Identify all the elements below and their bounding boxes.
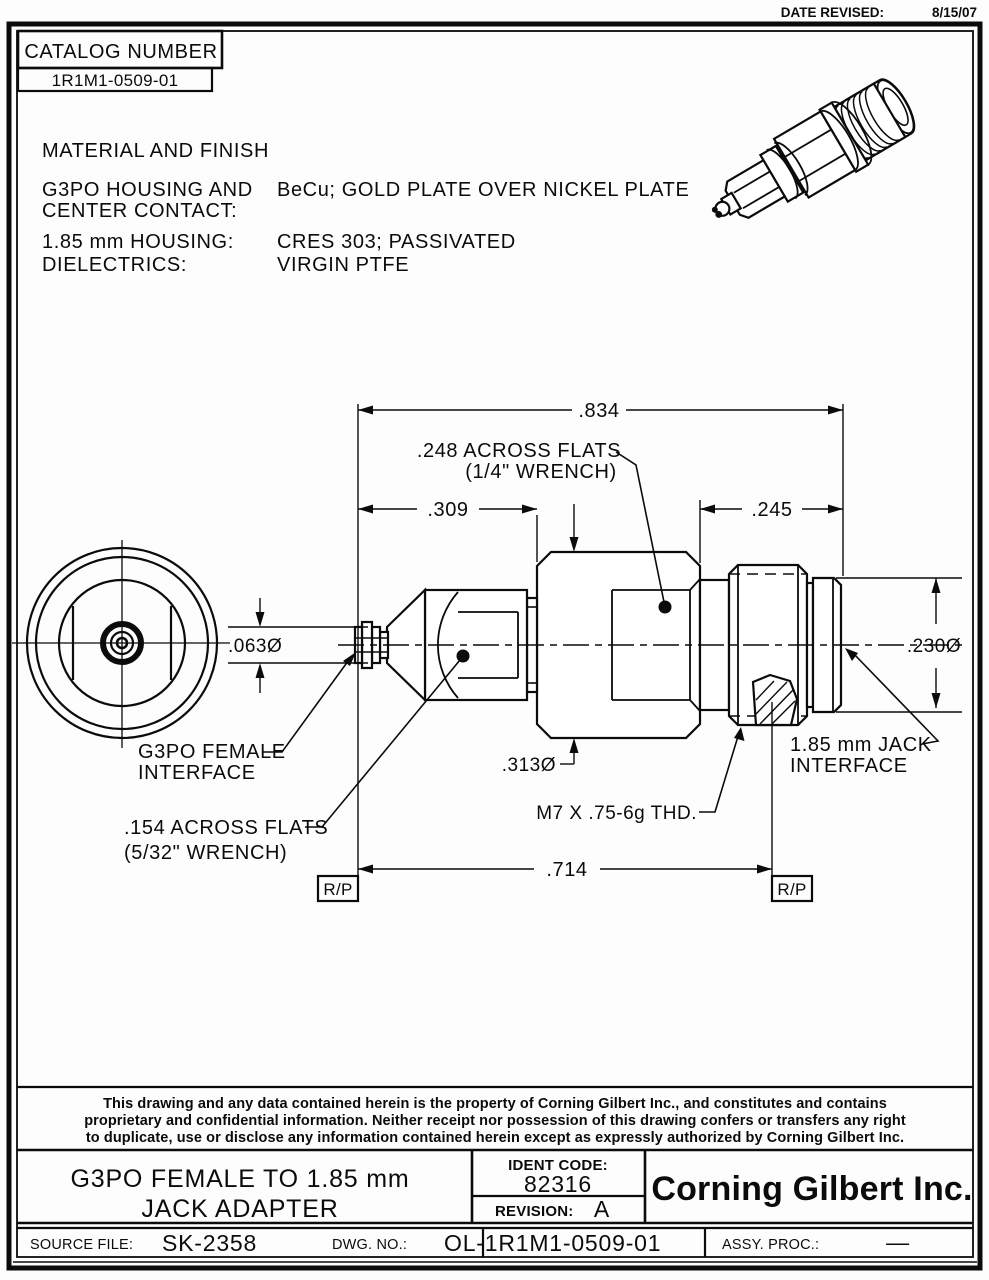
ident-code-value: 82316 [524, 1171, 592, 1197]
disclaimer-line1: This drawing and any data contained here… [103, 1096, 887, 1112]
ident-code-label: IDENT CODE: [508, 1157, 608, 1174]
drawing-title-line1: G3PO FEMALE TO 1.85 mm [71, 1165, 410, 1193]
label-small-flats: .154 ACROSS FLATS (5/32" WRENCH) [124, 649, 470, 864]
label-g3po-interface: G3PO FEMALE INTERFACE [138, 652, 356, 784]
material-row2-label: 1.85 mm HOUSING: [42, 231, 234, 253]
material-row1-value: BeCu; GOLD PLATE OVER NICKEL PLATE [277, 179, 689, 201]
dim-left: .309 [427, 499, 468, 521]
dimension-overall-length: .834 [358, 400, 843, 422]
dimension-tip-diameter: .063Ø [228, 598, 282, 693]
dim-jack-diameter: .230Ø [907, 636, 961, 657]
date-revised-value: 8/15/07 [932, 5, 977, 20]
material-row2-value: CRES 303; PASSIVATED [277, 231, 516, 253]
material-row3-value: VIRGIN PTFE [277, 254, 409, 276]
dimension-ref-length: .714 [358, 859, 772, 881]
jack-label-line2: INTERFACE [790, 755, 908, 777]
revision-value: A [594, 1196, 610, 1222]
ref-plane-right: R/P [770, 874, 814, 903]
dim-hex-diameter: .313Ø [502, 755, 556, 776]
disclaimer-line2: proprietary and confidential information… [84, 1113, 906, 1129]
source-file-value: SK-2358 [162, 1230, 257, 1256]
revision-note: DATE REVISED: 8/15/07 [781, 5, 977, 20]
dwg-no-value: OL-1R1M1-0509-01 [444, 1230, 661, 1256]
disclaimer-block: This drawing and any data contained here… [17, 1085, 973, 1146]
material-row3-label: DIELECTRICS: [42, 254, 187, 276]
dimension-jack-diameter: .230Ø [907, 578, 961, 708]
assy-proc-label: ASSY. PROC.: [722, 1237, 819, 1253]
catalog-number-box: CATALOG NUMBER 1R1M1-0509-01 [16, 29, 224, 93]
dim-tip-diameter: .063Ø [228, 636, 282, 657]
material-title: MATERIAL AND FINISH [42, 140, 269, 162]
title-block: G3PO FEMALE TO 1.85 mm JACK ADAPTER IDEN… [17, 1148, 973, 1257]
sheet-frame [6, 21, 983, 1271]
small-flats-line2: (5/32" WRENCH) [124, 842, 287, 864]
side-view [338, 550, 963, 740]
small-flats-line1: .154 ACROSS FLATS [124, 817, 328, 839]
dim-overall: .834 [578, 400, 619, 422]
dimension-left-length: .309 [358, 499, 537, 521]
g3po-label-line2: INTERFACE [138, 762, 256, 784]
label-thread: M7 X .75-6g THD. [536, 727, 745, 824]
dimension-hex-diameter: .313Ø [502, 504, 579, 776]
source-file-label: SOURCE FILE: [30, 1237, 133, 1253]
dwg-no-label: DWG. NO.: [332, 1237, 407, 1253]
company-logo-text: Corning Gilbert Inc. [651, 1170, 972, 1208]
hex-flats-line1: .248 ACROSS FLATS [417, 440, 621, 462]
hatch-pattern [755, 680, 796, 725]
revision-label: REVISION: [495, 1203, 573, 1220]
dim-ref-length: .714 [546, 859, 587, 881]
material-row1-label1: G3PO HOUSING AND [42, 179, 253, 201]
catalog-label: CATALOG NUMBER [24, 41, 217, 63]
dim-right: .245 [751, 499, 792, 521]
date-revised-label: DATE REVISED: [781, 5, 884, 20]
jack-label-line1: 1.85 mm JACK [790, 734, 932, 756]
material-finish-block: MATERIAL AND FINISH G3PO HOUSING AND CEN… [42, 140, 689, 276]
assy-proc-value: — [886, 1229, 910, 1255]
rp-right-label: R/P [777, 880, 806, 899]
extension-lines [228, 404, 962, 876]
label-jack-interface: 1.85 mm JACK INTERFACE [790, 648, 940, 777]
ref-plane-left: R/P [316, 874, 360, 903]
hex-flats-line2: (1/4" WRENCH) [465, 461, 617, 483]
end-view [12, 540, 230, 748]
thread-callout: M7 X .75-6g THD. [536, 803, 697, 824]
rp-left-label: R/P [323, 880, 352, 899]
drawing-title-line2: JACK ADAPTER [141, 1195, 338, 1223]
disclaimer-line3: to duplicate, use or disclose any inform… [86, 1130, 904, 1146]
isometric-view [711, 78, 916, 219]
g3po-label-line1: G3PO FEMALE [138, 741, 286, 763]
catalog-number: 1R1M1-0509-01 [52, 71, 179, 90]
label-hex-flats: .248 ACROSS FLATS (1/4" WRENCH) [417, 440, 672, 614]
material-row1-label2: CENTER CONTACT: [42, 200, 237, 222]
dimension-right-length: .245 [700, 499, 843, 521]
